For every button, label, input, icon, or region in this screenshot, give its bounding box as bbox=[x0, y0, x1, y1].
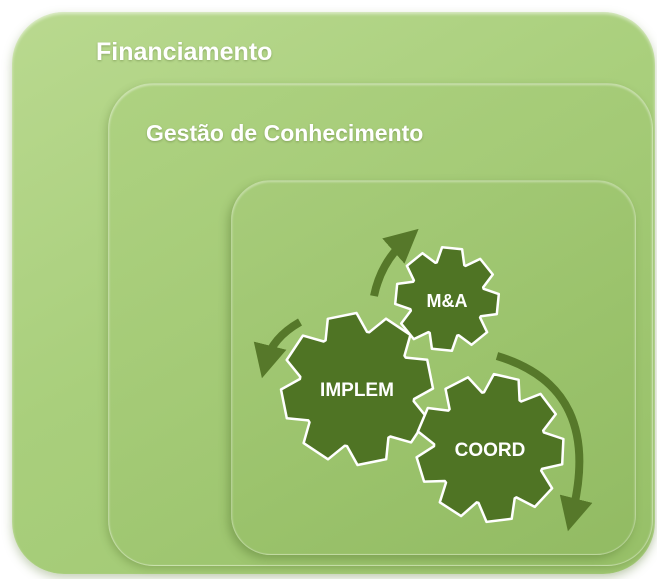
gear-coord-label: COORD bbox=[455, 440, 526, 461]
arrow-coord-loop-icon bbox=[495, 352, 593, 532]
gear-ma-label: M&A bbox=[427, 291, 468, 311]
financiamento-label: Financiamento bbox=[96, 38, 273, 66]
arrow-implem-to-ma-icon bbox=[370, 228, 419, 297]
gear-ma-icon: M&A bbox=[393, 245, 501, 353]
gear-coord-icon: COORD bbox=[415, 372, 565, 524]
gear-implem-label: IMPLEM bbox=[320, 380, 394, 401]
gear-implem-icon: IMPLEM bbox=[279, 311, 435, 467]
gestao-conhecimento-label: Gestão de Conhecimento bbox=[146, 120, 424, 146]
arrow-implem-loop-icon bbox=[253, 318, 303, 379]
